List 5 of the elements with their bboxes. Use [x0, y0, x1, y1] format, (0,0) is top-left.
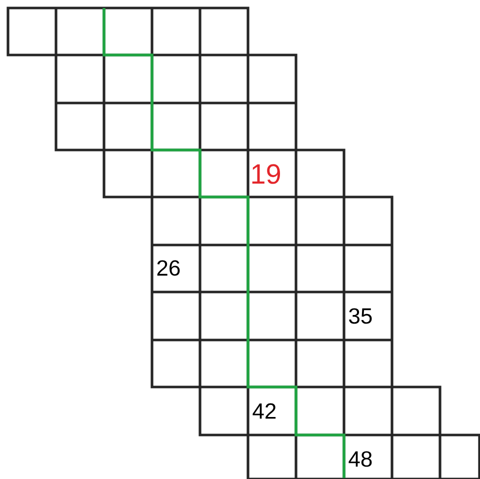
cell-number: 42: [252, 403, 276, 419]
cell-number: 35: [349, 308, 372, 324]
cell-number: 48: [348, 451, 372, 467]
cell-number: 26: [157, 260, 180, 276]
cell-number: 19: [252, 164, 280, 184]
